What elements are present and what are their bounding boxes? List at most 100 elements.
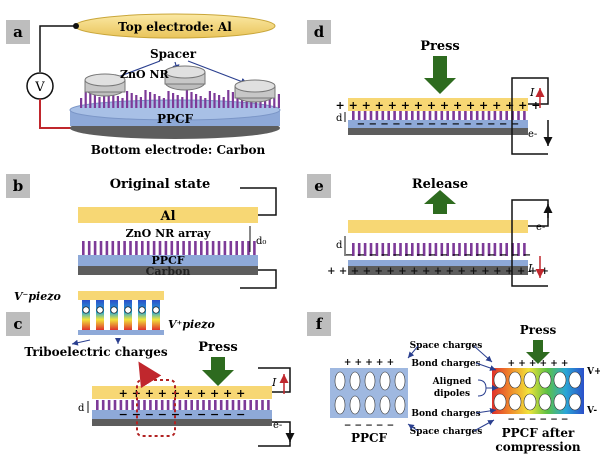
aligned-dipoles [493, 371, 582, 411]
nanorod [211, 241, 215, 255]
nanorod [121, 98, 124, 108]
nanorod [96, 400, 99, 410]
nanorod [155, 400, 158, 410]
nanorod [196, 400, 199, 410]
nanorod [505, 111, 508, 120]
nanorod [381, 111, 385, 120]
nanorod [416, 243, 420, 256]
current-label-c: I [271, 376, 277, 389]
nanorod [428, 243, 432, 256]
panel-c-label-box [6, 312, 30, 336]
nanorod [464, 243, 467, 256]
nanorod [255, 400, 258, 410]
nanorod [82, 241, 85, 255]
nanorod [178, 400, 182, 410]
ann-arrow-6 [473, 419, 495, 432]
nanorod [143, 400, 146, 410]
nanorod [176, 241, 179, 255]
nanorod [170, 241, 174, 255]
nanorod [93, 241, 97, 255]
compressed-top-charges: + + + + + + [508, 359, 569, 369]
nanorod [487, 111, 491, 120]
nanorod [475, 243, 479, 256]
nanorod [107, 400, 111, 410]
press-label-c: Press [198, 340, 238, 355]
electron-circle [96, 306, 104, 314]
nanorod [493, 111, 497, 120]
nanorod [225, 400, 229, 410]
carbon-layer-b [78, 266, 258, 275]
nanorod [237, 400, 241, 410]
panel-d-label: d [314, 23, 325, 41]
nanorod [217, 241, 221, 255]
wire-top [39, 25, 76, 72]
bond-charges-top: Bond charges [411, 359, 480, 369]
nanorod [194, 241, 197, 255]
wire-top-dot [73, 23, 79, 29]
electron-circle [82, 306, 90, 314]
nanorod [458, 111, 461, 120]
nanorod [247, 241, 250, 255]
v-plus-piezo: V⁺piezo [168, 318, 215, 331]
ann-arrow-1 [407, 345, 419, 359]
nanorod [399, 111, 402, 120]
dipole [349, 395, 361, 415]
nanorod [481, 243, 485, 256]
ppcf-layer-c [92, 410, 272, 419]
nanorod [405, 243, 408, 256]
nanorod [277, 94, 280, 108]
panel-d-label-box [307, 20, 331, 44]
nanorod [199, 96, 202, 108]
random-dipoles [334, 371, 406, 415]
nanorod [446, 111, 449, 120]
tribo-arrow-1 [71, 339, 91, 346]
space-charges-top: Space charges [410, 341, 483, 351]
nanorod [434, 243, 438, 256]
aligned-dipole [508, 371, 522, 389]
nanorod [363, 111, 367, 120]
nanorod [261, 400, 264, 410]
ppcf-layer-d [348, 120, 528, 128]
original-state-title: Original state [110, 177, 211, 192]
nanorod [111, 241, 115, 255]
spacer-arrow-right [187, 60, 249, 85]
nanorod [481, 111, 485, 120]
zno-label: ZnO NR [120, 68, 169, 81]
nanorod [129, 241, 132, 255]
panel-a: a Top electrode: Al V Spacer PPCF [6, 13, 281, 157]
nanorod [181, 97, 184, 108]
dipole [349, 371, 361, 391]
current-label-e: I [527, 262, 533, 275]
nanorod [107, 92, 110, 108]
nanorod [149, 400, 152, 410]
carbon-label-b: Carbon [146, 265, 191, 278]
nanorod [219, 400, 223, 410]
nanorod [185, 90, 188, 108]
nanorod [131, 400, 134, 410]
ann-arrow-5 [475, 407, 497, 414]
v-plus-label: V+ [586, 367, 600, 377]
aligned-dipoles-1: Aligned [432, 377, 472, 387]
carbon-layer-c [92, 419, 272, 426]
nanorod [99, 241, 103, 255]
ppcf-caption: PPCF [351, 431, 388, 445]
piezo-rod [96, 300, 104, 330]
release-arrow [424, 190, 456, 214]
nanorod [452, 243, 455, 256]
aligned-dipole [493, 371, 507, 389]
nanorod [144, 90, 147, 108]
nanorod [158, 96, 161, 108]
wire-b-top [240, 187, 277, 216]
wire-bottom [39, 99, 78, 129]
nanorod [117, 241, 120, 255]
nanorod [98, 97, 101, 108]
press-arrow-f [526, 340, 550, 364]
nanorod [126, 91, 129, 108]
nanorod [89, 93, 92, 108]
nanorod [93, 95, 96, 108]
nanorod [123, 241, 126, 255]
al-layer-e [348, 220, 528, 233]
panel-c-label: c [13, 315, 22, 333]
inset-piezo-rods [82, 300, 160, 330]
